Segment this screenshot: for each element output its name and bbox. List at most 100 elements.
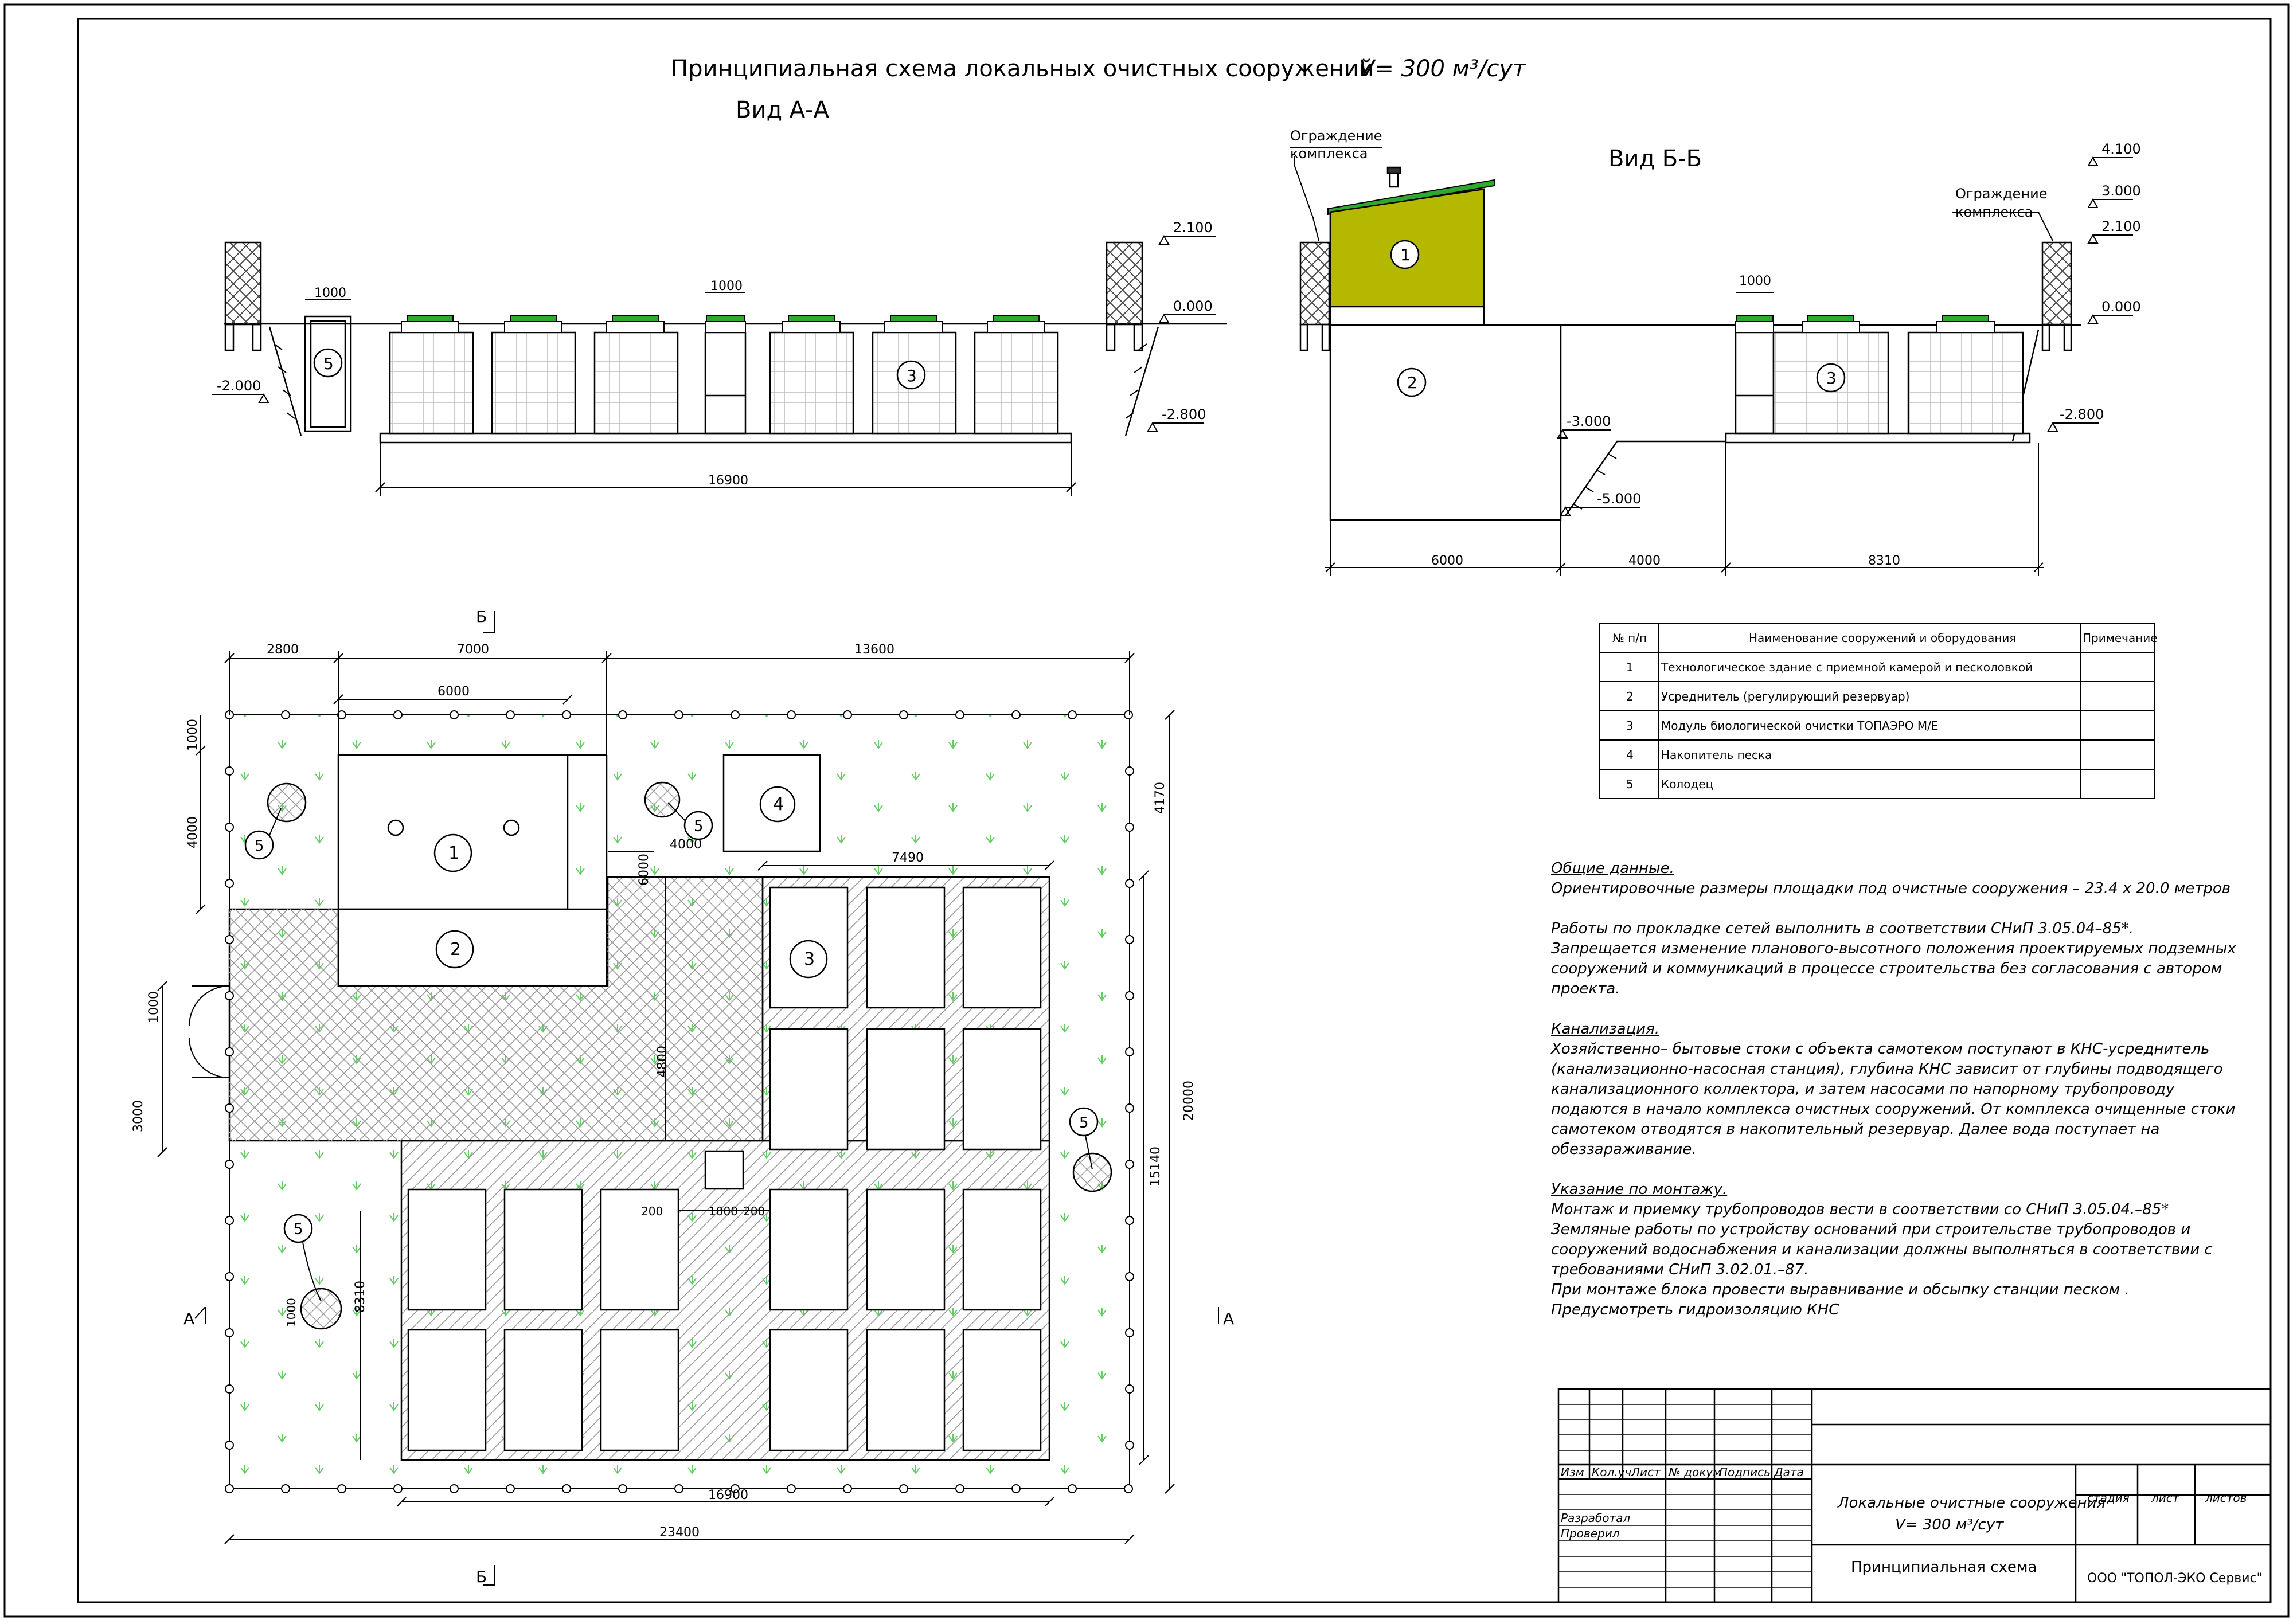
notes-mount-2: Земляные работы по устройству оснований … (1551, 1221, 2213, 1278)
level-bb-5000: -5.000 (1597, 491, 1641, 507)
table-row2-name: Усреднитель (регулирующий резервуар) (1661, 690, 1909, 703)
fence-post (393, 710, 403, 719)
plan-callout-3: 3 (804, 949, 815, 969)
level-aa-2000: -2.000 (217, 378, 261, 394)
legend-table-text: № п/п Наименование сооружений и оборудов… (1612, 631, 2158, 791)
table-row1-num: 1 (1626, 660, 1634, 674)
fence-post (225, 823, 234, 832)
fence-post (1125, 935, 1134, 944)
view-aa-label: Вид А-А (736, 97, 830, 123)
table-header-note: Примечание (2083, 631, 2158, 645)
view-bb-callout-1: 1 (1400, 245, 1411, 264)
plan-callout-4: 4 (773, 795, 784, 815)
level-bb-2800: -2.800 (2060, 406, 2104, 422)
stamp-col-data: Дата (1774, 1465, 1804, 1479)
notes-mount-1: Монтаж и приемку трубопроводов вести в с… (1551, 1201, 2169, 1218)
level-aa-2800: -2.800 (1162, 406, 1206, 422)
title-block (1557, 1388, 2272, 1603)
fence-post (618, 1484, 627, 1493)
dim-plan-13600: 13600 (854, 643, 894, 657)
fence-post (225, 1160, 234, 1169)
fence-post (225, 1441, 234, 1450)
plan-dimensions (157, 611, 1219, 1586)
fence-left-line2: комплекса (1290, 146, 1368, 162)
dim-bb-6000: 6000 (1431, 554, 1463, 568)
dim-bb-8310: 8310 (1868, 554, 1900, 568)
fence-post (450, 1484, 459, 1493)
dim-aa-16900: 16900 (708, 473, 748, 488)
table-row4-num: 4 (1626, 748, 1634, 762)
fence-post (337, 710, 346, 719)
dim-plan-1000-mid: 1000 (709, 1204, 738, 1218)
fence-post (843, 710, 852, 719)
fence-post (899, 1484, 908, 1493)
table-header-num: № п/п (1612, 631, 1647, 645)
stamp-drawing-name: Принципиальная схема (1851, 1559, 2037, 1576)
dim-bb-4000: 4000 (1628, 554, 1661, 568)
site-plan (189, 714, 1130, 1489)
plan-callout-5c: 5 (1079, 1114, 1089, 1132)
plan-annotations: 2800 7000 13600 6000 7490 4000 200 1000 … (131, 607, 1234, 1586)
dim-aa-1000-manhole: 1000 (710, 279, 743, 294)
fence-post (450, 710, 459, 719)
notes-mount-4: Предусмотреть гидроизоляцию КНС (1551, 1301, 1839, 1318)
inner-frame (77, 18, 2272, 1603)
notes-general-3: Запрещается изменение планового-высотног… (1551, 940, 2236, 997)
stamp-sheet: лист (2151, 1491, 2180, 1505)
stamp-developed: Разработал (1561, 1511, 1630, 1525)
plan-callout-5d: 5 (294, 1221, 303, 1238)
fence-post (225, 1272, 234, 1281)
level-bb-3000-neg: -3.000 (1567, 413, 1611, 429)
title-block-text: Изм Кол.уч Лист № докум Подпись Дата Раз… (1561, 1465, 2263, 1586)
notes-general-2: Работы по прокладке сетей выполнить в со… (1551, 920, 2134, 937)
level-bb-3000: 3.000 (2101, 183, 2141, 199)
stamp-col-koluch: Кол.уч (1592, 1465, 1631, 1479)
fence-post (843, 1484, 852, 1493)
dim-plan-4170: 4170 (1153, 782, 1167, 814)
stamp-col-dokum: № докум (1668, 1465, 1721, 1479)
fence-post (1125, 991, 1134, 1000)
notes-general-title: Общие данные. (1551, 860, 1674, 877)
notes-general-1: Ориентировочные размеры площадки под очи… (1551, 880, 2231, 897)
section-mark-b-bottom: Б (476, 1567, 487, 1586)
section-mark-a-left: А (183, 1309, 194, 1328)
fence-posts (225, 710, 1134, 1493)
dim-plan-7000: 7000 (457, 643, 489, 657)
stamp-object-line1: Локальные очистные сооружения (1837, 1494, 2106, 1512)
view-aa-section: Вид А-А (212, 97, 1227, 496)
fence-post (1125, 823, 1134, 832)
dim-plan-16900: 16900 (708, 1488, 748, 1502)
fence-post (899, 710, 908, 719)
drawing-title: Принципиальная схема локальных очистных … (671, 56, 1374, 82)
fence-right-line1: Ограждение (1955, 186, 2047, 202)
fence-post (1068, 1484, 1077, 1493)
dim-plan-3000: 3000 (131, 1100, 146, 1132)
dim-plan-6000-v: 6000 (637, 854, 651, 886)
table-row1-name: Технологическое здание с приемной камеро… (1661, 660, 2033, 674)
dim-aa-1000-well: 1000 (314, 286, 346, 300)
fence-post (674, 1484, 683, 1493)
fence-post (787, 1484, 796, 1493)
fence-post (1125, 1328, 1134, 1337)
plan-callout-2: 2 (450, 940, 461, 960)
legend-table (1599, 623, 2155, 799)
plan-callout-5b: 5 (694, 818, 704, 835)
notes-sewer-title: Канализация. (1551, 1020, 1660, 1038)
fence-post (506, 1484, 515, 1493)
fence-post (618, 710, 627, 719)
fence-post (1011, 710, 1021, 719)
fence-post (1011, 1484, 1021, 1493)
drawing-title-volume: V= 300 м³/сут (1359, 56, 1527, 82)
stamp-company: ООО "ТОПОЛ-ЭКО Сервис" (2087, 1571, 2263, 1586)
dim-plan-4000-h: 4000 (670, 838, 702, 852)
fence-post (225, 766, 234, 776)
level-aa-0000: 0.000 (1173, 298, 1213, 314)
fence-left-line1: Ограждение (1290, 128, 1382, 144)
table-row5-name: Колодец (1661, 777, 1713, 791)
view-aa-callout-5: 5 (323, 354, 334, 373)
dim-plan-15140: 15140 (1149, 1146, 1163, 1187)
dim-plan-20000: 20000 (1182, 1081, 1196, 1121)
dim-plan-8310: 8310 (353, 1281, 368, 1313)
